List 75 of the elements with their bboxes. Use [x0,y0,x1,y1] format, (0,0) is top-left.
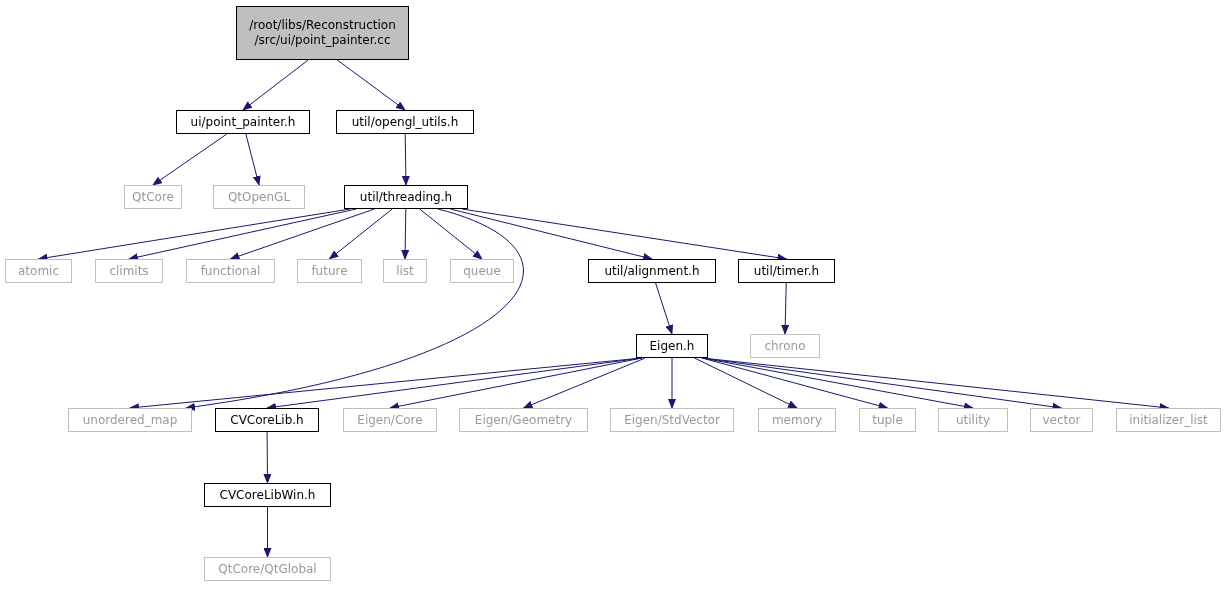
arrow [522,357,646,409]
arrow [336,59,406,111]
external-header-box [204,557,331,581]
arrow [242,59,309,111]
arrow [229,208,375,260]
external-header-box [343,408,437,432]
header-file-box [738,259,835,283]
external-header-box [459,408,588,432]
header-file-box [215,408,319,432]
arrow [655,282,674,335]
file-name: QtCore/QtGlobal [218,561,317,577]
external-header-box [938,408,1008,432]
file-name: QtOpenGL [227,189,291,205]
arrow [401,208,410,260]
external-header-box [1030,408,1093,432]
file-name: utility [955,412,991,428]
external-header-box [68,408,192,432]
external-header-box [124,185,182,209]
file-name: tuple [872,412,903,428]
file-name: Eigen/Core [357,412,423,428]
file-name: functional [200,263,261,279]
arrow [263,431,272,484]
header-file-box [204,483,331,507]
file-name: initializer_list [1129,412,1208,428]
file-name: list [396,263,414,279]
file-name: ui/point_painter.h [190,114,296,130]
external-header-box [750,334,820,358]
external-header-box [610,408,734,432]
file-name: unordered_map [82,412,178,428]
file-name: chrono [764,338,806,354]
file-name: memory [771,412,823,428]
file-name: queue [463,263,501,279]
external-header-box [383,259,427,283]
arrow [245,133,261,186]
file-name: QtCore [132,189,174,205]
external-header-box [213,185,305,209]
arrow [668,357,676,409]
header-file-box [336,110,474,134]
file-name: atomic [18,263,59,279]
external-header-box [186,259,275,283]
arrow [328,208,393,260]
external-header-box [95,259,163,283]
header-file-box [176,110,310,134]
arrow [419,208,483,260]
arrow [263,506,272,558]
file-name: CVCoreLibWin.h [219,487,316,503]
external-header-box [758,408,836,432]
external-header-box [297,259,362,283]
external-header-box [450,259,514,283]
file-name: Eigen/StdVector [624,412,720,428]
file-name: util/opengl_utils.h [351,114,459,130]
file-name: util/timer.h [753,263,820,279]
arrow [128,208,357,261]
external-header-box [1116,408,1221,432]
header-file-box [344,185,468,209]
file-name: vector [1042,412,1081,428]
header-file-box [588,259,716,283]
arrow [694,357,798,409]
arrow [781,282,790,335]
arrow [449,208,653,261]
source-file-box [236,6,409,60]
file-name: Eigen.h [649,338,695,354]
external-header-box [859,408,916,432]
external-header-box [5,259,72,283]
arrow [401,133,410,186]
file-name: future [311,263,348,279]
file-name: climits [109,263,149,279]
arrow [185,208,524,411]
file-name: util/threading.h [359,189,453,205]
file-name: CVCoreLib.h [230,412,304,428]
file-name: util/alignment.h [604,263,700,279]
header-file-box [636,334,708,358]
file-name: /root/libs/Reconstruction /src/ui/point_painter.cc [248,18,397,48]
file-name: Eigen/Geometry [474,412,573,428]
arrow [152,133,228,186]
